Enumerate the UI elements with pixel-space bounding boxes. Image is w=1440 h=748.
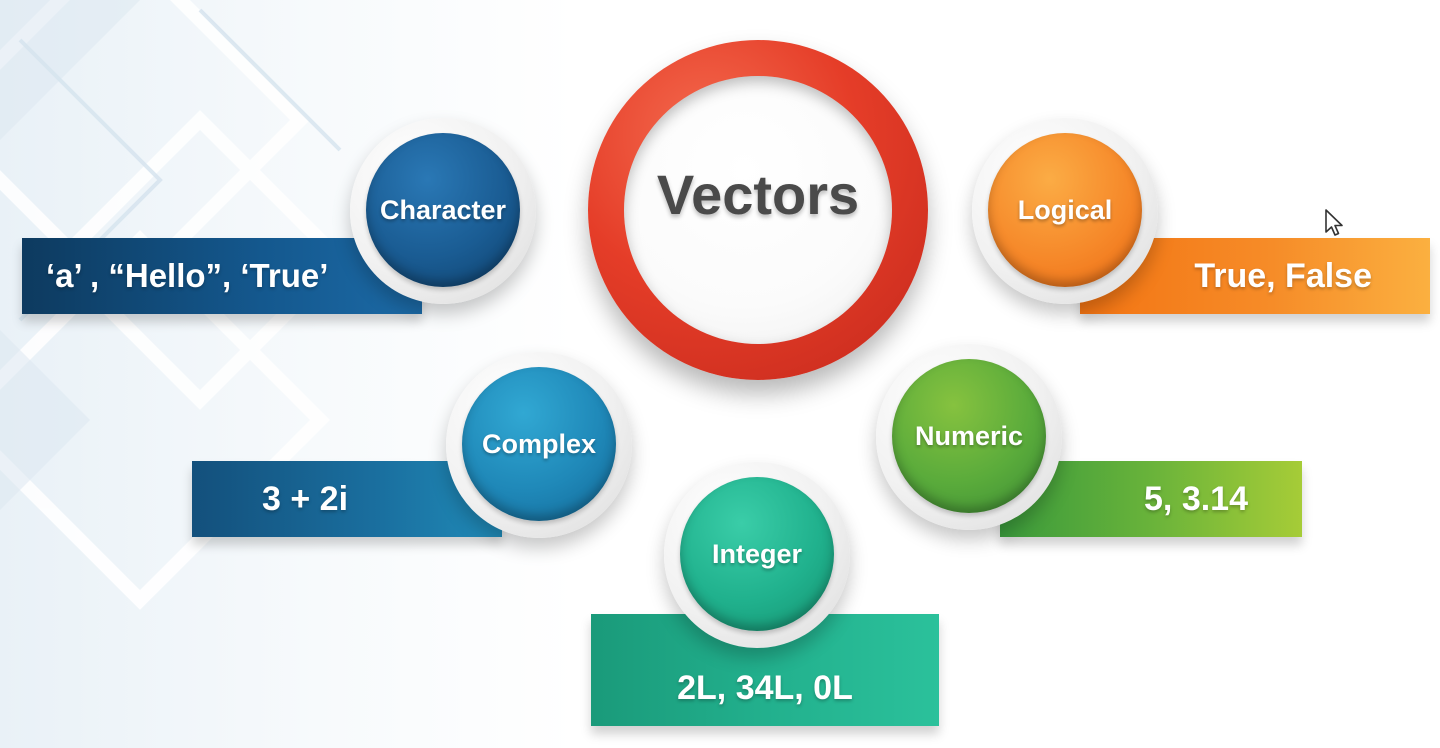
numeric-example-text: 5, 3.14 — [1144, 479, 1248, 518]
numeric-node: Numeric — [892, 359, 1046, 513]
center-node: Vectors — [624, 76, 892, 344]
character-node: Character — [366, 133, 520, 287]
character-example-text: ‘a’ , “Hello”, ‘True’ — [46, 257, 329, 294]
integer-node: Integer — [680, 477, 834, 631]
integer-example-text: 2L, 34L, 0L — [677, 669, 853, 707]
numeric-node-label: Numeric — [914, 420, 1024, 451]
center-title: Vectors — [656, 163, 860, 226]
complex-node-label: Complex — [481, 428, 597, 459]
complex-example-text: 3 + 2i — [262, 479, 349, 518]
mouse-pointer-icon — [1325, 209, 1343, 236]
character-example-band: ‘a’ , “Hello”, ‘True’ — [22, 238, 422, 314]
logical-example-text: True, False — [1194, 256, 1372, 295]
logical-node-label: Logical — [1017, 194, 1113, 225]
character-node-label: Character — [379, 194, 507, 225]
complex-node: Complex — [462, 367, 616, 521]
logical-node: Logical — [988, 133, 1142, 287]
integer-node-label: Integer — [711, 538, 803, 569]
